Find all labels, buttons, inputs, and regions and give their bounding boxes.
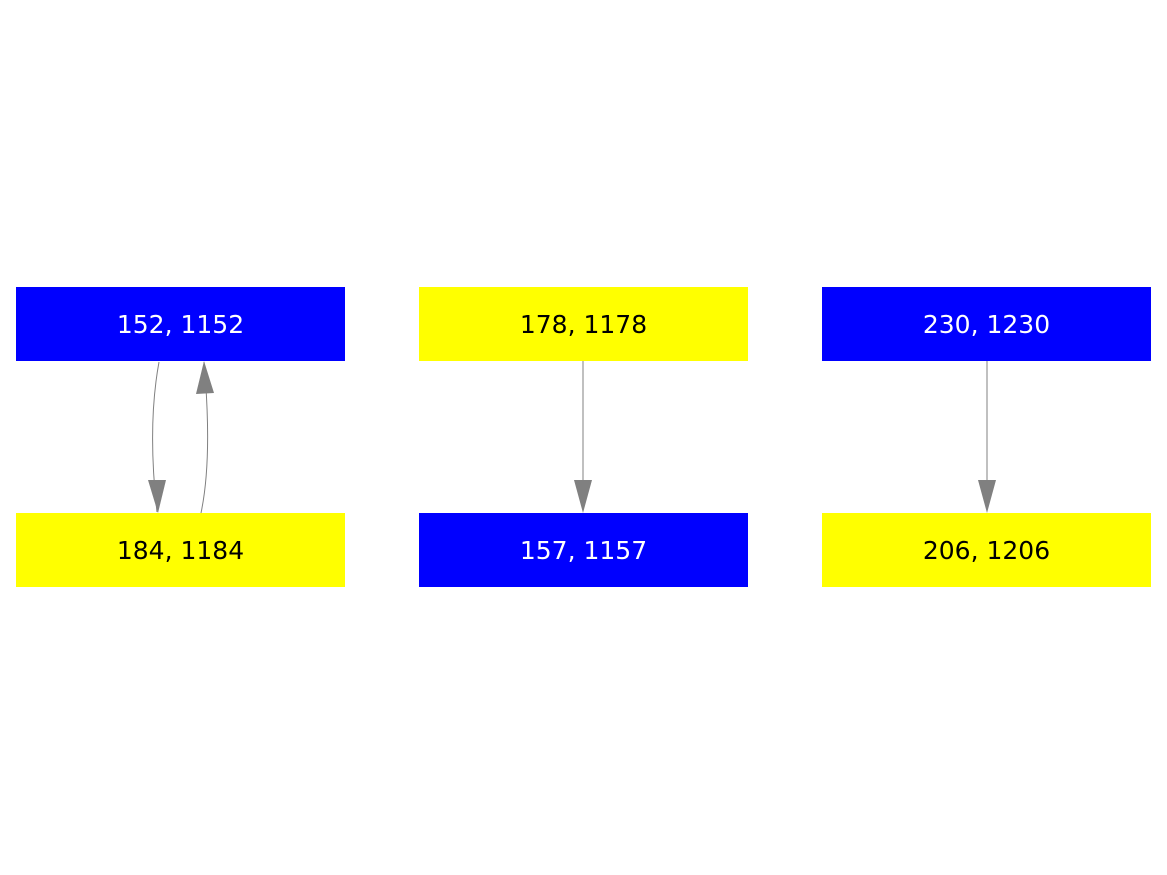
node-178[interactable]: 178, 1178 — [419, 287, 748, 361]
arrowhead-icon — [978, 480, 996, 513]
arrowhead-icon — [196, 361, 214, 394]
arrowhead-icon — [148, 480, 166, 513]
node-label: 178, 1178 — [519, 309, 648, 339]
node-230[interactable]: 230, 1230 — [822, 287, 1151, 361]
node-152[interactable]: 152, 1152 — [16, 287, 345, 361]
node-label: 157, 1157 — [519, 535, 648, 565]
node-206[interactable]: 206, 1206 — [822, 513, 1151, 587]
node-label: 230, 1230 — [922, 309, 1051, 339]
arrowhead-icon — [574, 480, 592, 513]
node-184[interactable]: 184, 1184 — [16, 513, 345, 587]
node-157[interactable]: 157, 1157 — [419, 513, 748, 587]
node-label: 152, 1152 — [116, 309, 245, 339]
node-label: 184, 1184 — [116, 535, 245, 565]
node-label: 206, 1206 — [922, 535, 1051, 565]
